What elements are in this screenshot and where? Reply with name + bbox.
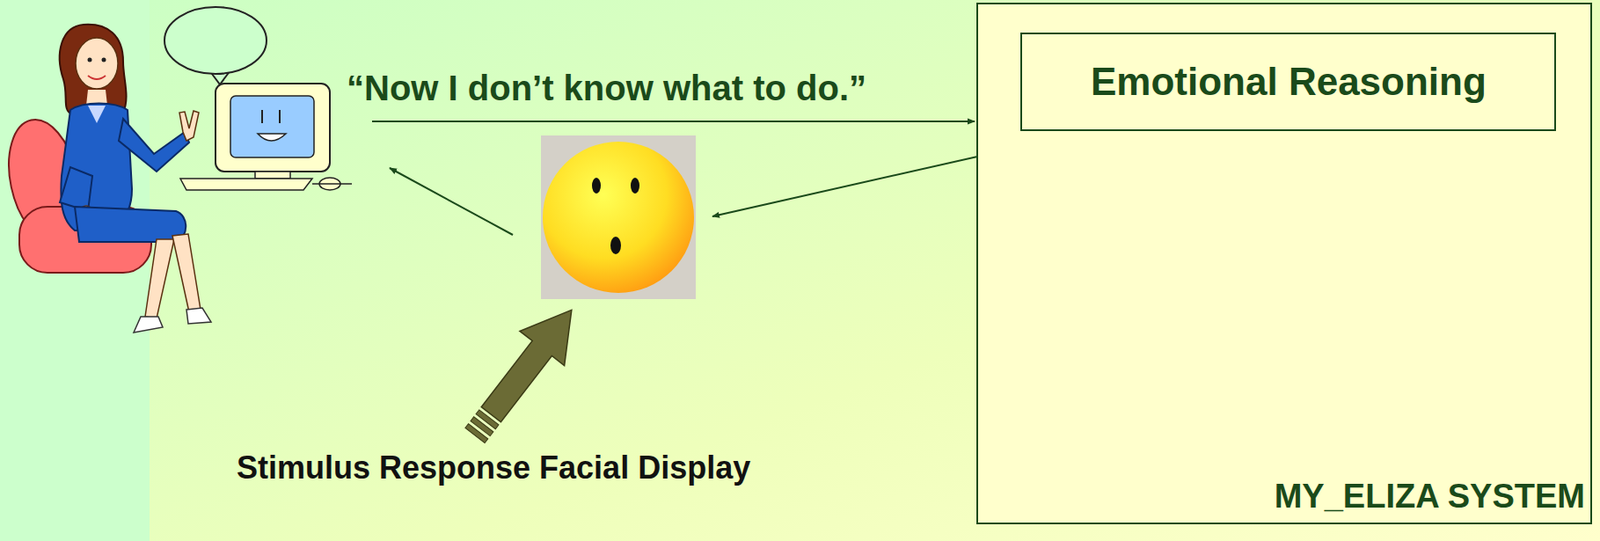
woman-figure-part (87, 105, 106, 124)
computer-icon-part (215, 83, 330, 172)
woman-figure-part (133, 316, 163, 333)
flow-arrow (372, 121, 1048, 235)
woman-figure-part (102, 58, 107, 63)
facial-display-part (540, 135, 696, 300)
flow-arrow-part (372, 120, 975, 123)
computer-icon-part (255, 171, 291, 179)
woman-figure-part (75, 37, 118, 89)
woman-figure-part (118, 118, 190, 172)
facial-display-part (542, 141, 695, 293)
woman-figure-part (74, 206, 186, 242)
speech-bubble (164, 7, 267, 85)
computer-icon-part (278, 109, 281, 124)
facial-display-part (630, 177, 640, 194)
thick-pointer-arrow-part (468, 292, 594, 432)
woman-figure-part (87, 75, 106, 80)
facial-display-part (610, 236, 622, 255)
process-box: Emotional Reasoning (1020, 32, 1557, 132)
computer-icon-part (230, 95, 315, 158)
utterance-label: “Now I don’t know what to do.” (346, 66, 867, 110)
speech-bubble-part (164, 7, 267, 74)
woman-figure-part (87, 58, 93, 63)
flow-arrow-part (389, 168, 513, 235)
facial-display (540, 135, 696, 300)
background-part (149, 0, 1600, 541)
woman-figure-part (145, 239, 175, 319)
system-title: MY_ELIZA SYSTEM (1274, 477, 1586, 516)
computer-icon-part (312, 182, 352, 185)
woman-figure-part (59, 24, 127, 115)
caption-label: Stimulus Response Facial Display (236, 448, 765, 487)
woman-figure-part (186, 307, 212, 324)
system-box: MY_ELIZA SYSTEM Emotional Reasoning (976, 2, 1593, 525)
computer-icon (180, 83, 352, 190)
computer-icon-part (180, 178, 313, 190)
thick-pointer-arrow (452, 292, 595, 453)
woman-figure-part (179, 110, 199, 141)
woman-figure-part (172, 233, 201, 313)
computer-icon-part (261, 109, 264, 124)
computer-icon-part (257, 133, 286, 141)
woman-figure-part (59, 167, 93, 212)
box-label: Emotional Reasoning (1090, 59, 1549, 123)
facial-display-part (591, 177, 601, 194)
